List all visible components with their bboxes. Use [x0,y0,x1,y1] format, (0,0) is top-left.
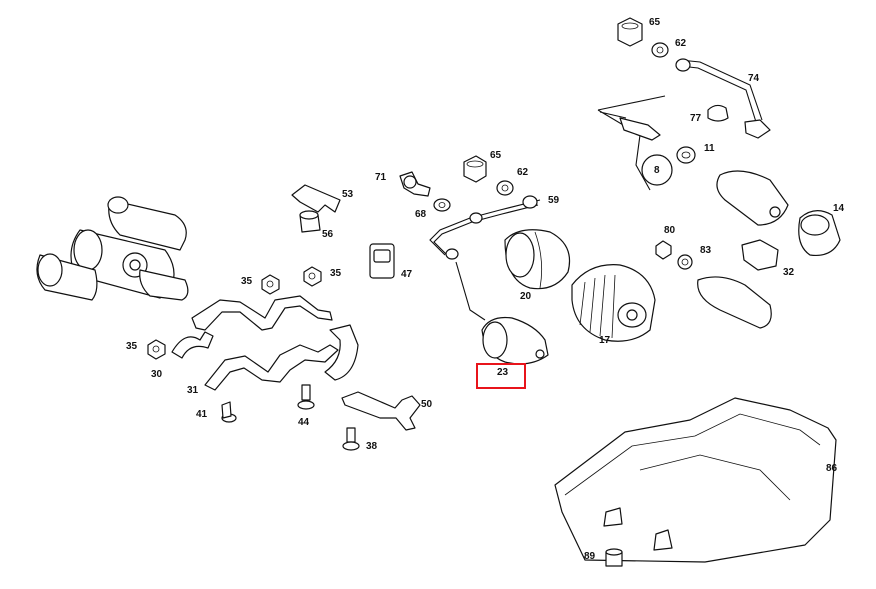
label-74: 74 [748,73,760,84]
nut-35-top-left [261,274,280,295]
rubber-sleeve-20 [504,229,571,290]
label-86: 86 [826,463,838,474]
nut-89 [605,548,623,567]
label-35-top-left: 35 [241,276,253,287]
banjo-bolt-71 [399,171,431,197]
nut-65-middle [463,155,487,183]
nut-35-top-right [303,266,322,287]
bolt-41 [221,401,237,423]
label-47: 47 [401,269,413,280]
washer-62-top [651,42,669,58]
nut-65-top [617,17,643,47]
fuel-filter-17 [571,264,656,342]
label-8: 8 [654,165,660,176]
bracket-50 [341,391,421,431]
label-62-top: 62 [675,38,687,49]
rubber-mount-32 [741,239,779,271]
label-44: 44 [298,417,310,428]
highlight-box-part-23 [476,363,526,389]
fuel-line-74 [675,58,771,139]
label-89: 89 [584,551,596,562]
bracket-plate-8 [597,95,673,191]
label-65-middle: 65 [490,150,502,161]
label-17: 17 [599,335,611,346]
label-38: 38 [366,441,378,452]
clamp-31 [204,324,359,391]
fuel-pumps-assembly [36,196,189,301]
label-71: 71 [375,172,387,183]
label-65-top: 65 [649,17,661,28]
label-20: 20 [520,291,532,302]
label-62-middle: 62 [517,167,529,178]
nut-80 [655,240,672,260]
bolt-44 [297,384,315,410]
lock-washer-83 [677,254,693,270]
nut-56 [299,210,321,233]
clip-77 [707,104,729,122]
rubber-buffer-right [653,529,673,551]
label-83: 83 [700,245,712,256]
label-35-left: 35 [126,341,138,352]
label-41: 41 [196,409,208,420]
bracket-53 [291,184,341,213]
washer-68 [433,198,451,212]
fuel-pump-14-assembly [716,170,841,257]
fuel-line-59 [429,195,541,321]
fuel-pump-lower [697,276,772,329]
bolt-38 [342,427,360,451]
label-68: 68 [415,209,427,220]
label-14: 14 [833,203,845,214]
label-53: 53 [342,189,354,200]
label-59: 59 [548,195,560,206]
nut-35-left [147,339,166,360]
rubber-buffer-left [603,507,623,527]
label-56: 56 [322,229,334,240]
label-50: 50 [421,399,433,410]
washer-62-middle [496,180,514,196]
label-23: 23 [497,367,509,378]
clamp-30 [171,295,333,359]
label-31: 31 [187,385,199,396]
damper-23 [481,316,549,365]
label-35-top-right: 35 [330,268,342,279]
label-30: 30 [151,369,163,380]
label-11: 11 [704,143,715,154]
relay-47 [369,243,395,279]
washer-11 [676,146,696,164]
underbody-panel-86 [554,397,837,563]
label-77: 77 [690,113,702,124]
label-80: 80 [664,225,676,236]
label-32: 32 [783,267,795,278]
